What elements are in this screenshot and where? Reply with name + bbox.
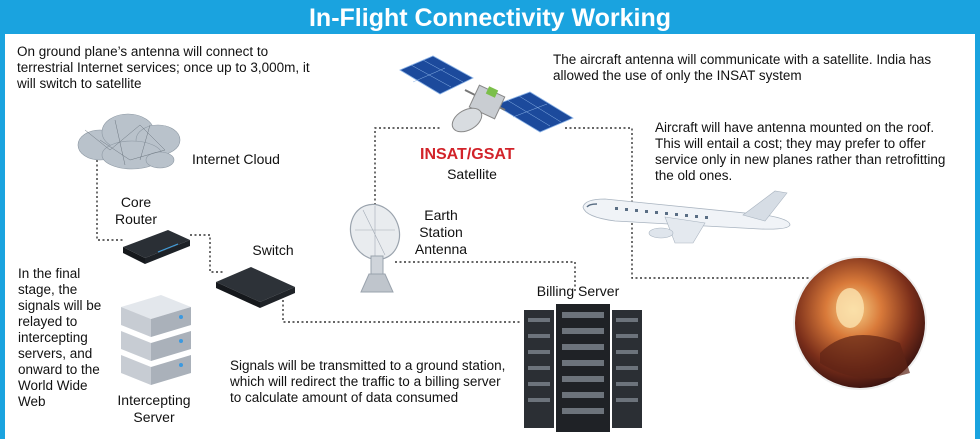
switch-icon	[216, 267, 295, 308]
intercepting-server-icon	[121, 295, 191, 385]
billing-server-icon	[524, 304, 642, 432]
right-border	[975, 34, 980, 439]
link-sat-plane	[565, 127, 815, 279]
left-border	[0, 34, 5, 439]
aircraft-note: Aircraft will have antenna mounted on th…	[655, 120, 946, 183]
transmit-note: Signals will be transmitted to a ground …	[230, 358, 506, 405]
internet-cloud-label: Internet Cloud	[192, 151, 280, 167]
airplane-icon	[582, 190, 791, 244]
intercepting-server-label: Intercepting Server	[117, 392, 191, 425]
earth-station-label: Earth Station Antenna	[414, 207, 468, 257]
billing-server-label: Billing Server	[536, 283, 620, 299]
satellite-icon	[399, 55, 574, 133]
link-antenna-sat	[374, 127, 440, 232]
satellite-note: The aircraft antenna will communicate wi…	[553, 52, 932, 83]
link-antenna-billing	[395, 261, 576, 292]
ground-note: On ground plane’s antenna will connect t…	[17, 44, 310, 91]
title-bar	[0, 0, 980, 34]
core-router-label: Core Router	[114, 194, 158, 227]
link-router-switch	[190, 234, 225, 273]
final-stage-note: In the final stage, the signals will be …	[18, 266, 102, 409]
cabin-photo	[793, 256, 927, 390]
link-switch-billing	[282, 300, 520, 323]
satellite-name-label: INSAT/GSAT	[420, 146, 515, 163]
core-router-icon	[123, 230, 190, 264]
satellite-label: Satellite	[447, 166, 497, 182]
earth-station-antenna-icon	[349, 203, 401, 293]
diagram-title: In-Flight Connectivity Working	[308, 4, 672, 32]
switch-label: Switch	[252, 242, 294, 258]
internet-cloud-icon	[77, 113, 181, 170]
